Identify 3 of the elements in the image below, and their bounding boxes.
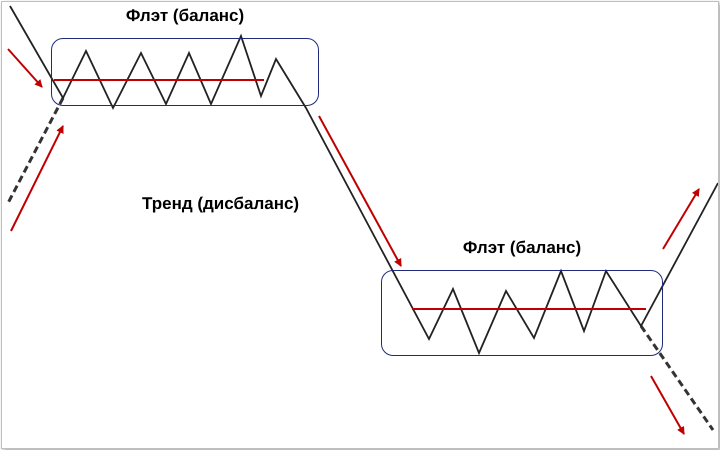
range-heading: Флэт (баланс) — [462, 238, 582, 258]
trend-label: Тренд (дисбаланс) — [142, 194, 300, 214]
range-heading: Флэт (баланс) — [124, 6, 246, 26]
